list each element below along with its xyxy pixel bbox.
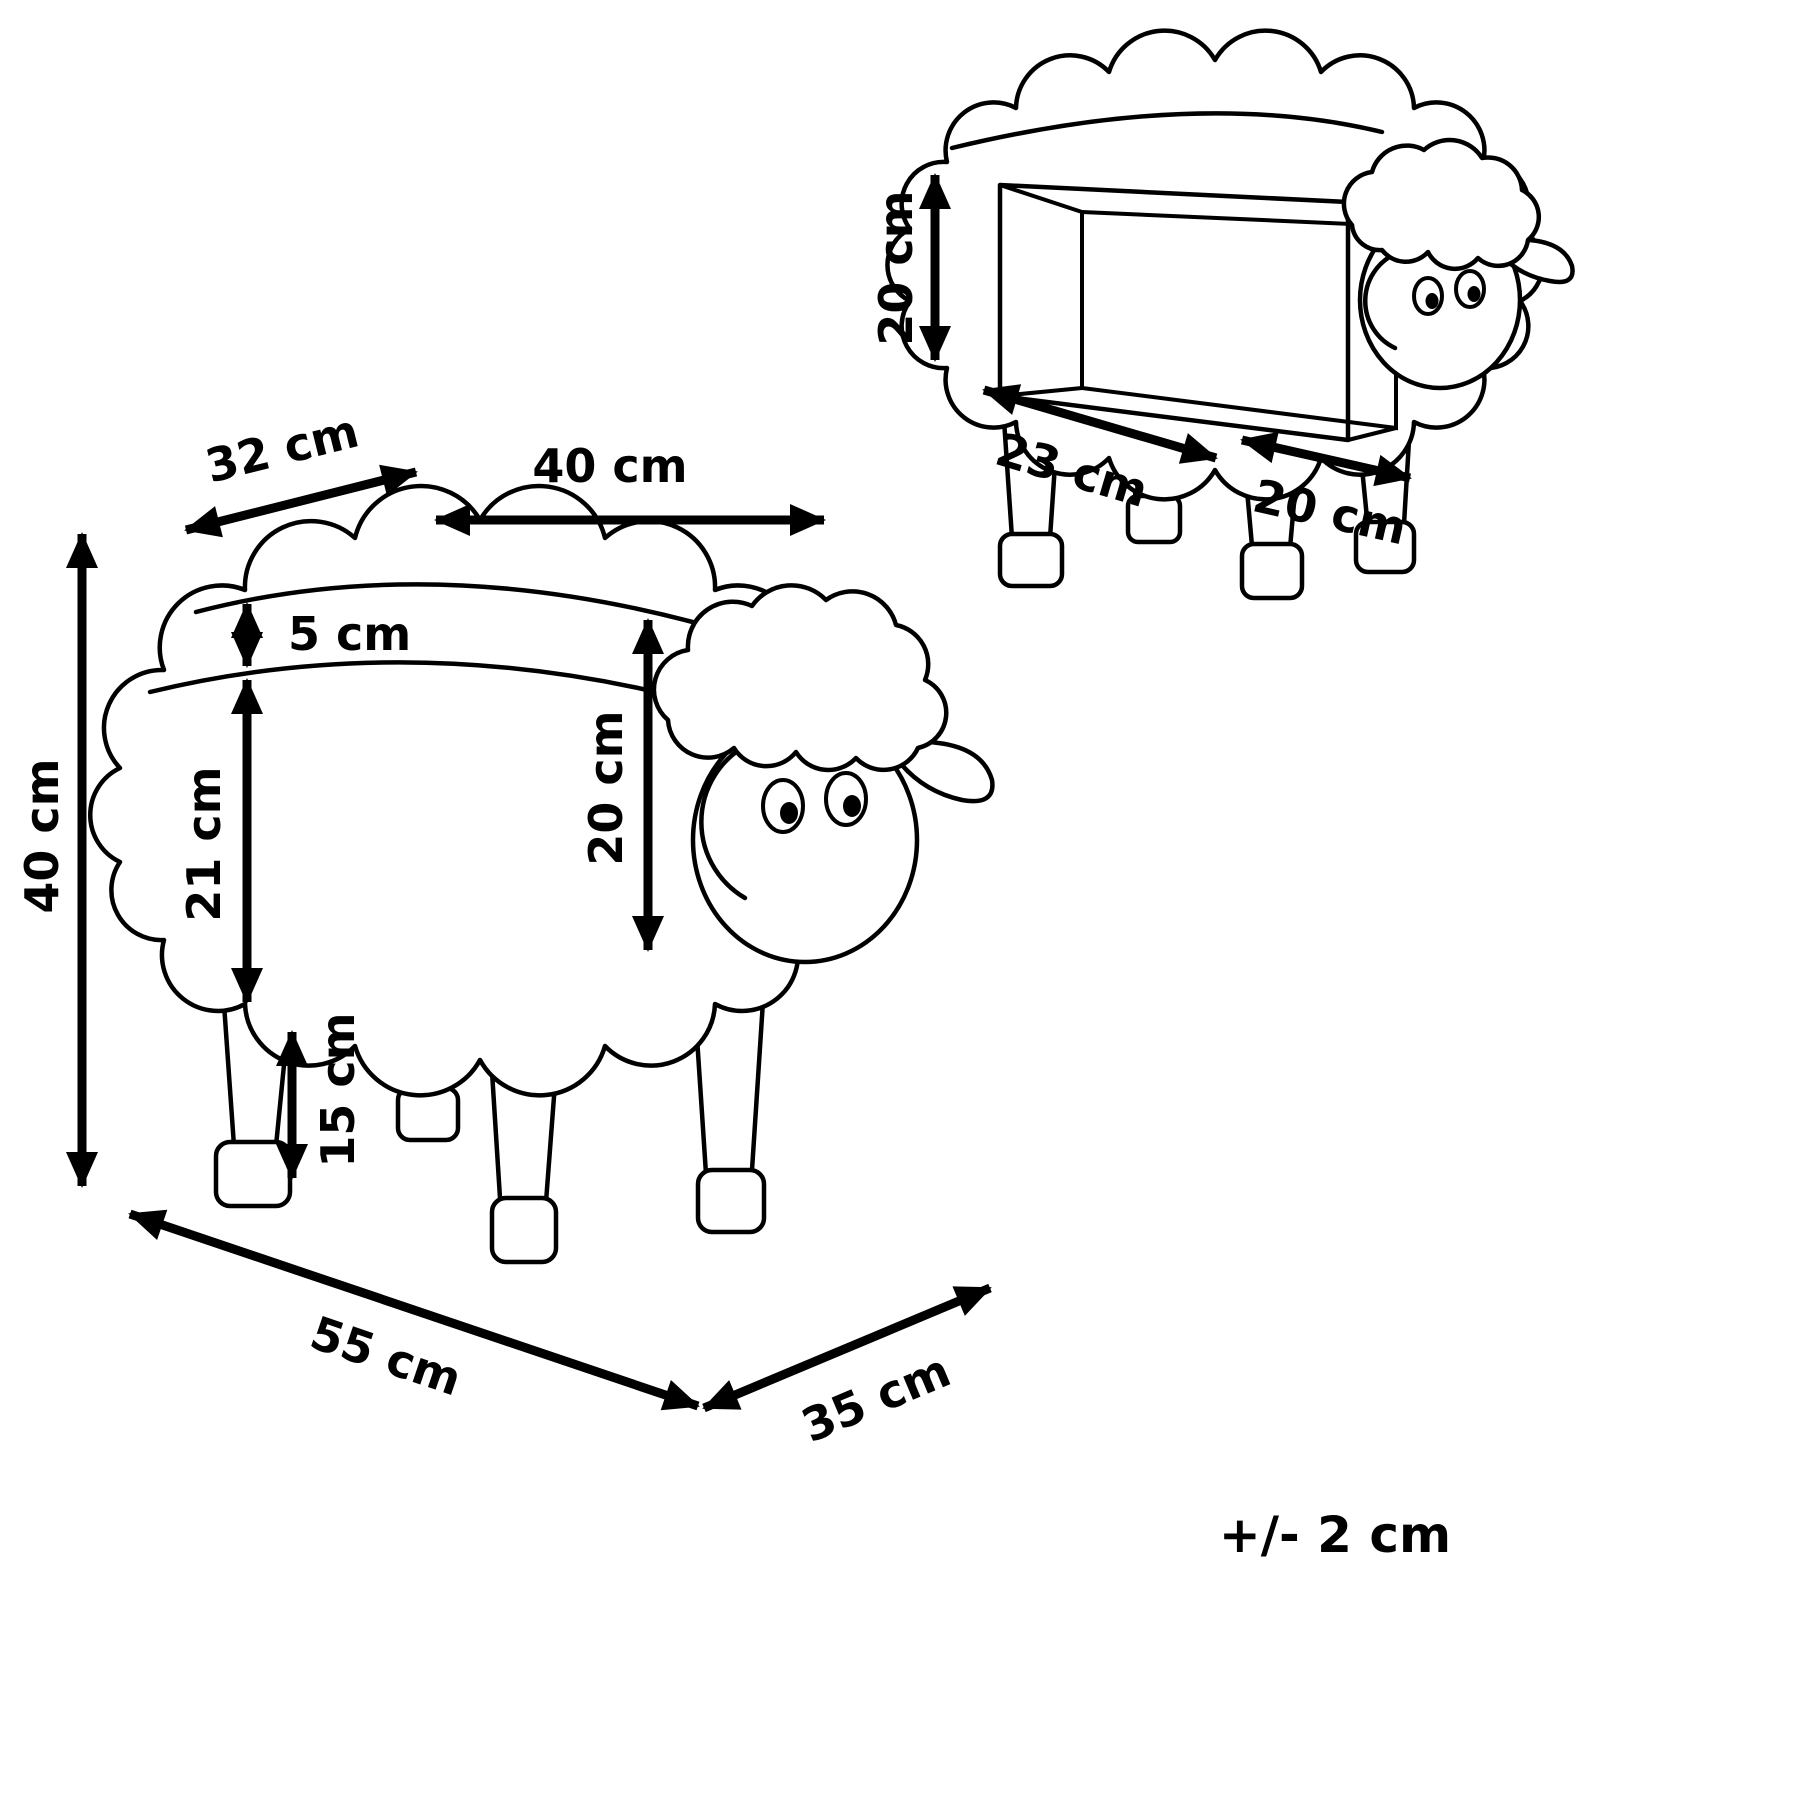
- storage-depth-edge-1: [998, 183, 1084, 214]
- sheep-hoof-front-left: [213, 1139, 293, 1209]
- storage-sheep-cheek-line: [1363, 251, 1398, 351]
- sheep-pupil-right: [843, 795, 861, 817]
- sheep-pupil-left: [780, 802, 798, 824]
- opening-depth-arrow: [982, 384, 1218, 464]
- tolerance-note: +/- 2 cm: [1219, 1506, 1451, 1564]
- opening-height-label: 20 cm: [869, 190, 923, 345]
- storage-sheep-stool-drawing: [885, 28, 1575, 601]
- storage-hoof-3: [1239, 541, 1305, 601]
- main-view-dimensions: 32 cm 40 cm 5 cm 21 cm 20 cm 40 cm 15 cm…: [15, 404, 992, 1453]
- storage-hoof-1: [997, 531, 1065, 589]
- storage-sheep-wool-cap: [1341, 137, 1542, 272]
- overall-length-arrow: [128, 1209, 700, 1411]
- seat-length-label: 40 cm: [532, 439, 687, 493]
- lid-thickness-label: 5 cm: [288, 607, 411, 661]
- sheep-ear: [898, 739, 995, 804]
- opening-width-arrow: [1240, 431, 1412, 487]
- sheep-hoof-front-right: [695, 1167, 767, 1235]
- sheep-hoof-middle: [489, 1195, 559, 1265]
- sheep-cheek-line: [699, 743, 748, 901]
- storage-compartment: [997, 182, 1398, 443]
- seat-depth-arrow: [184, 464, 418, 538]
- leg-height-label: 15 cm: [311, 1012, 365, 1167]
- storage-seat-line: [949, 111, 1385, 151]
- storage-sheep-pupil-right: [1467, 286, 1481, 302]
- main-sheep-stool-drawing: [88, 483, 995, 1265]
- body-height-label: 21 cm: [177, 766, 231, 921]
- storage-hoof-4: [1353, 519, 1417, 575]
- sheep-wool-cap: [651, 583, 949, 773]
- storage-sheep-head: [1341, 137, 1575, 391]
- seat-depth-label: 32 cm: [200, 404, 364, 494]
- overall-depth-arrow: [702, 1283, 992, 1413]
- sheep-legs: [213, 983, 767, 1265]
- sheep-head: [651, 583, 995, 965]
- storage-sheep-pupil-left: [1425, 293, 1439, 309]
- total-height-label: 40 cm: [15, 758, 69, 913]
- head-height-label: 20 cm: [579, 710, 633, 865]
